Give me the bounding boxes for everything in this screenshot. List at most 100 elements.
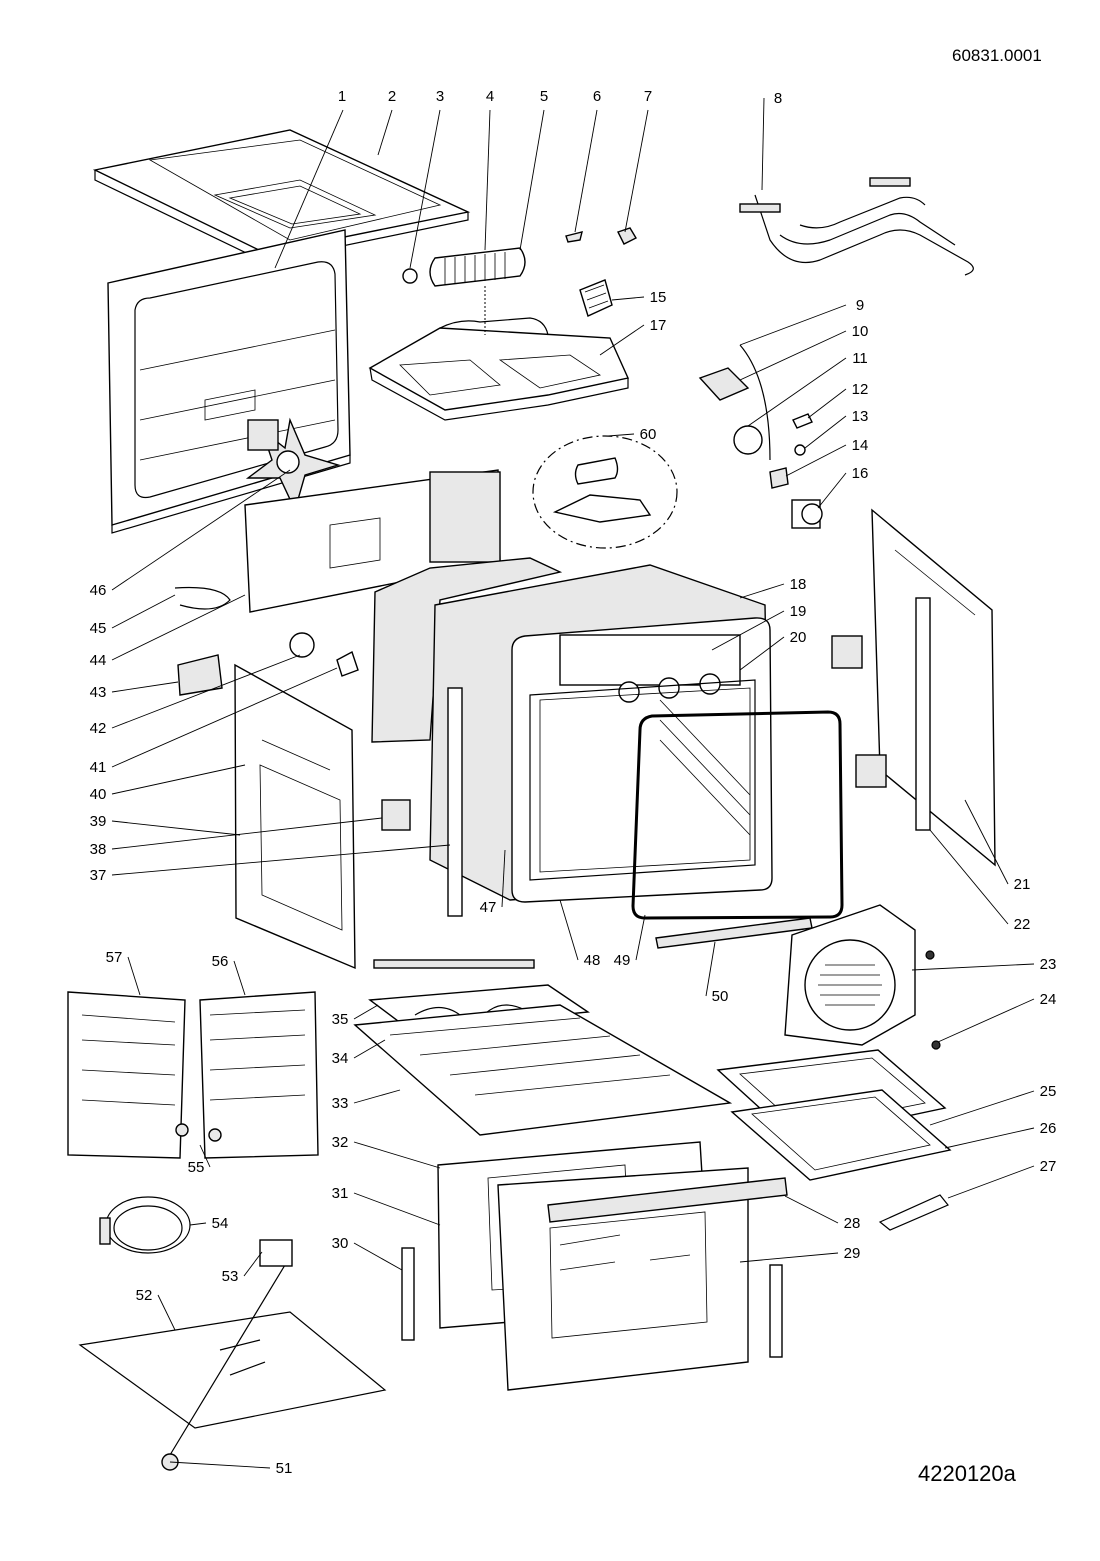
callout-leader xyxy=(607,433,635,437)
callout-label: 10 xyxy=(852,323,869,340)
part-left-runner xyxy=(447,687,463,917)
callout-label: 3 xyxy=(436,88,444,105)
callout-leader xyxy=(353,1242,403,1271)
callout-label: 54 xyxy=(212,1215,229,1232)
callout-label: 30 xyxy=(332,1235,349,1252)
callout-leader xyxy=(574,109,598,233)
callout-leader xyxy=(739,1252,839,1263)
part-top-cover xyxy=(92,129,471,263)
callout-label: 22 xyxy=(1014,916,1031,933)
callout-label: 7 xyxy=(644,88,652,105)
part-rear-fan-cover xyxy=(784,904,941,1050)
part-runner-right xyxy=(769,1264,783,1358)
part-bottom-heater xyxy=(353,959,733,1136)
callout-leader xyxy=(127,956,141,996)
part-runner-left xyxy=(401,1247,415,1341)
callout-leader xyxy=(911,963,1035,971)
callout-leader xyxy=(947,1165,1035,1199)
callout-label: 48 xyxy=(584,952,601,969)
part-detail-group xyxy=(532,435,678,549)
callout-label: 41 xyxy=(90,759,107,776)
callout-leader xyxy=(624,109,649,233)
callout-leader xyxy=(169,1461,271,1469)
callout-leader xyxy=(353,1192,441,1226)
part-door-seal xyxy=(631,710,844,920)
callout-label: 47 xyxy=(480,899,497,916)
callout-leader xyxy=(711,610,785,651)
callout-leader xyxy=(243,1251,263,1277)
callout-label: 60 xyxy=(640,426,657,443)
callout-leader xyxy=(501,849,506,908)
callout-label: 16 xyxy=(852,465,869,482)
callout-leader xyxy=(111,594,176,629)
callout-label: 14 xyxy=(852,437,869,454)
part-fan-cover xyxy=(368,317,629,421)
callout-label: 29 xyxy=(844,1245,861,1262)
callout-leader xyxy=(111,469,291,591)
callout-leader xyxy=(739,583,785,599)
callout-leader xyxy=(353,1004,379,1020)
part-shelf-clip xyxy=(878,1194,949,1231)
callout-label: 23 xyxy=(1040,956,1057,973)
callout-label: 31 xyxy=(332,1185,349,1202)
callout-leader xyxy=(611,296,645,301)
callout-label: 11 xyxy=(852,350,868,367)
callout-leader xyxy=(353,1089,401,1104)
part-electrical-components xyxy=(698,344,823,529)
callout-leader xyxy=(937,998,1035,1043)
callout-label: 24 xyxy=(1040,991,1057,1008)
callout-label: 51 xyxy=(276,1460,293,1477)
callout-label: 38 xyxy=(90,841,107,858)
callout-leader xyxy=(111,764,246,795)
callout-leader xyxy=(785,444,847,477)
callout-leader xyxy=(519,109,545,251)
callout-leader xyxy=(559,899,579,961)
callout-label: 49 xyxy=(614,952,631,969)
callout-leader xyxy=(739,330,847,381)
callout-label: 53 xyxy=(222,1268,239,1285)
callout-label: 43 xyxy=(90,684,107,701)
callout-leader xyxy=(111,594,246,661)
callout-label: 42 xyxy=(90,720,107,737)
callout-label: 20 xyxy=(790,629,807,646)
callout-label: 5 xyxy=(540,88,548,105)
callout-leader xyxy=(189,1222,207,1226)
callout-label: 37 xyxy=(90,867,107,884)
callout-label: 15 xyxy=(650,289,667,306)
callout-leader xyxy=(111,844,451,876)
callout-leader xyxy=(111,667,338,768)
callout-label: 34 xyxy=(332,1050,349,1067)
part-baking-trays xyxy=(716,1049,952,1181)
callout-label: 17 xyxy=(650,317,667,334)
part-cable xyxy=(174,586,231,610)
callout-leader xyxy=(111,820,241,836)
callout-label: 2 xyxy=(388,88,396,105)
callout-label: 52 xyxy=(136,1287,153,1304)
callout-leader xyxy=(635,914,646,961)
callout-label: 45 xyxy=(90,620,107,637)
callout-label: 21 xyxy=(1014,876,1031,893)
callout-leader xyxy=(761,97,765,191)
callout-label: 35 xyxy=(332,1011,349,1028)
callout-leader xyxy=(739,636,785,671)
callout-leader xyxy=(157,1294,176,1331)
part-fan-impeller xyxy=(245,417,341,512)
callout-label: 50 xyxy=(712,988,729,1005)
callout-label: 32 xyxy=(332,1134,349,1151)
callout-label: 40 xyxy=(90,786,107,803)
callout-label: 18 xyxy=(790,576,807,593)
part-fan-motor xyxy=(579,279,613,317)
part-right-side-panel xyxy=(831,508,996,867)
callout-leader xyxy=(484,109,491,251)
callout-label: 27 xyxy=(1040,1158,1057,1175)
callout-label: 39 xyxy=(90,813,107,830)
callout-leader xyxy=(944,1127,1035,1149)
part-rear-wall xyxy=(107,229,351,534)
part-back-panel xyxy=(244,469,501,613)
part-tangential-fan xyxy=(402,247,526,335)
callout-leader xyxy=(739,304,847,346)
part-front-strip xyxy=(655,917,813,949)
